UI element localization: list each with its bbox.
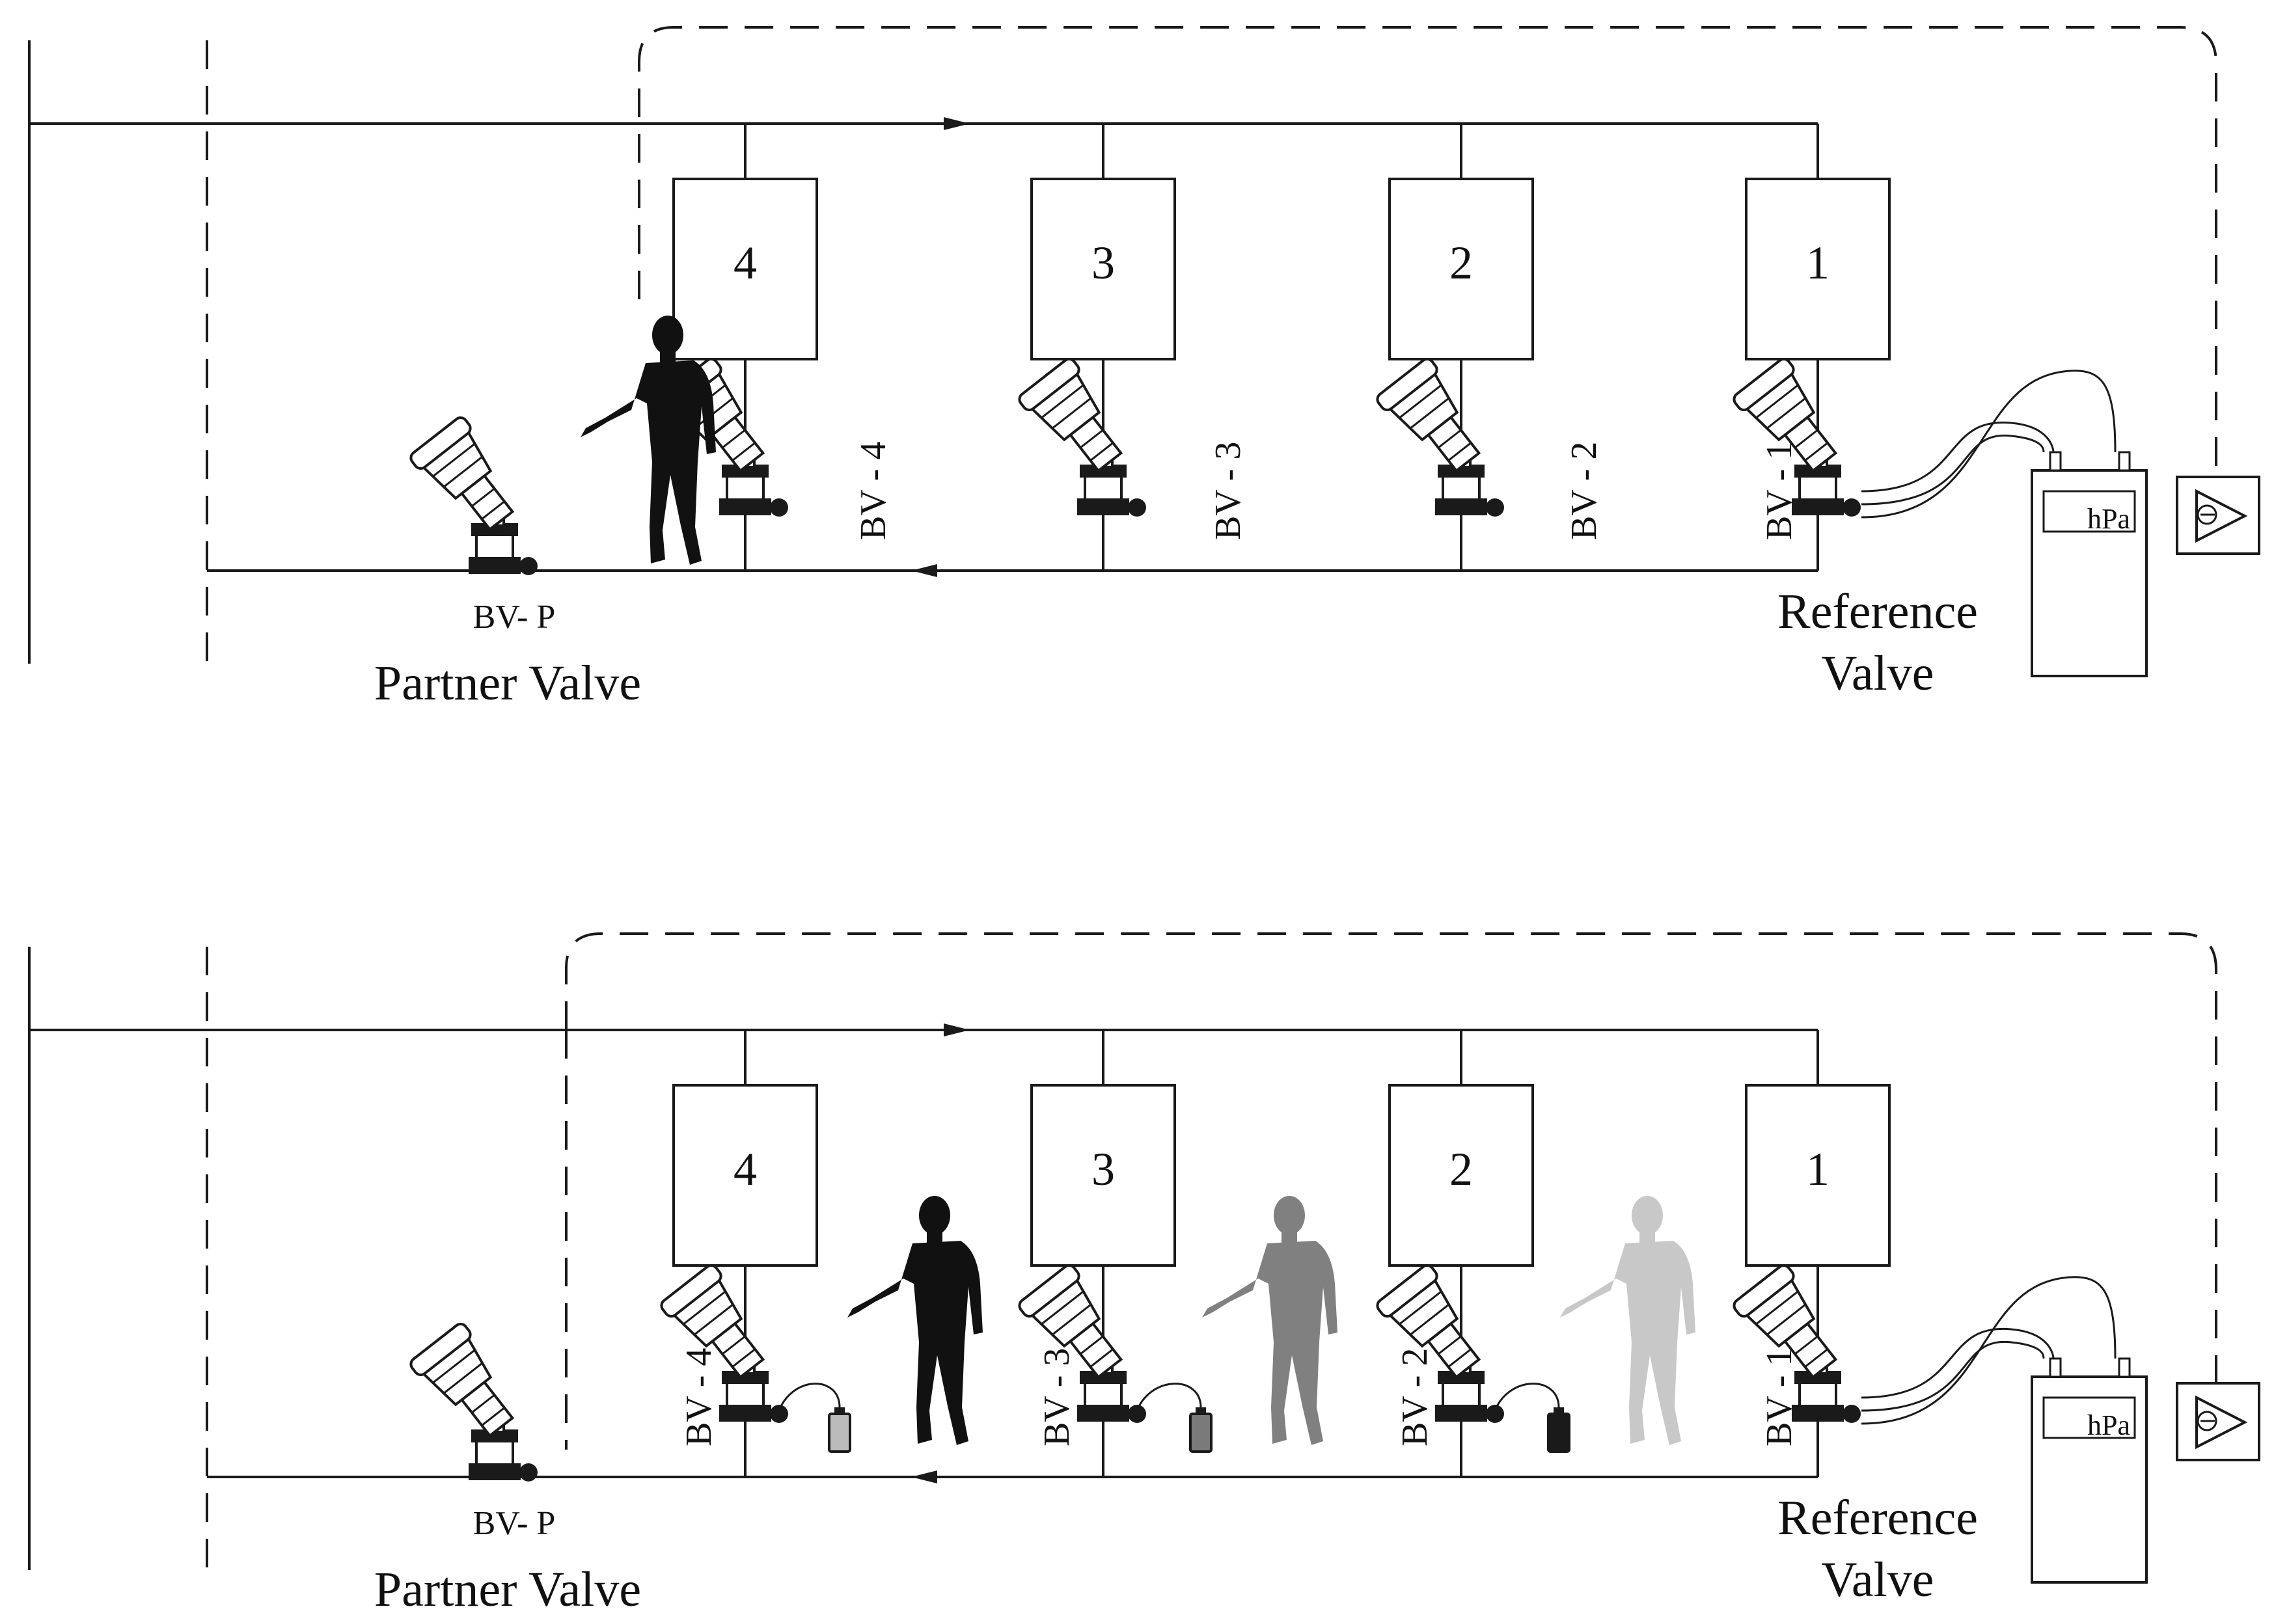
diagram-top: 4 3 2 1 BV - 4 BV - 3 BV - 2 BV - 1 BV- … xyxy=(28,26,2260,710)
valve-bv-3-icon[interactable] xyxy=(1015,355,1147,518)
unit-box-4: 4 xyxy=(672,178,818,360)
valve-label-bv-1: BV - 1 xyxy=(1759,442,1800,540)
partner-valve-caption: Partner Valve xyxy=(374,656,641,710)
unit-box-1: 1 xyxy=(1745,1084,1891,1267)
diagram-bottom: 4 3 2 1 BV - 4 BV - 3 BV - 2 BV - 1 xyxy=(28,932,2260,1617)
operator-person-icon xyxy=(847,1196,983,1445)
valve-label-bv-1: BV - 1 xyxy=(1759,1348,1800,1446)
valve-bv-2-icon[interactable] xyxy=(1373,355,1505,518)
unit-label: 4 xyxy=(733,1143,757,1195)
instrument-bottle-2-icon xyxy=(1547,1406,1570,1453)
partner-valve-code: BV- P xyxy=(473,1505,556,1542)
unit-label: 1 xyxy=(1806,1143,1830,1195)
unit-box-2: 2 xyxy=(1388,1084,1534,1267)
unit-label: 2 xyxy=(1449,1143,1473,1195)
unit-label: 1 xyxy=(1806,237,1830,289)
unit-box-4: 4 xyxy=(672,1084,818,1267)
partner-valve-icon[interactable] xyxy=(407,1320,539,1483)
reference-valve-line2: Valve xyxy=(1821,646,1934,701)
valve-label-bv-4: BV - 4 xyxy=(853,442,894,540)
sensor-icon xyxy=(2176,476,2260,555)
operator-person-faded-icon xyxy=(1202,1196,1337,1445)
unit-box-3: 3 xyxy=(1030,178,1176,360)
partner-valve-icon[interactable] xyxy=(407,413,539,576)
valve-label-bv-4: BV - 4 xyxy=(679,1348,719,1446)
unit-box-1: 1 xyxy=(1745,178,1891,360)
partner-valve-code: BV- P xyxy=(473,599,556,636)
valve-label-bv-2: BV - 2 xyxy=(1395,1348,1435,1446)
unit-label: 3 xyxy=(1091,237,1115,289)
unit-box-2: 2 xyxy=(1388,178,1534,360)
sensor-icon xyxy=(2176,1382,2260,1461)
unit-label: 4 xyxy=(733,237,757,289)
instrument-bottle-4-icon xyxy=(828,1406,851,1453)
unit-label: 2 xyxy=(1449,237,1473,289)
pressure-meter[interactable] xyxy=(2031,451,2148,677)
unit-label: 3 xyxy=(1091,1143,1115,1195)
instrument-bottle-3-icon xyxy=(1189,1406,1213,1453)
reference-valve-line1: Reference xyxy=(1777,1491,1978,1545)
pressure-meter[interactable] xyxy=(2031,1357,2148,1584)
valve-label-bv-3: BV - 3 xyxy=(1208,442,1248,540)
operator-person-faint-icon xyxy=(1560,1196,1695,1445)
valve-label-bv-2: BV - 2 xyxy=(1564,442,1604,540)
reference-valve-line1: Reference xyxy=(1777,584,1978,639)
meter-unit-label: hPa xyxy=(2087,503,2130,535)
partner-valve-caption: Partner Valve xyxy=(374,1562,641,1617)
valve-label-bv-3: BV - 3 xyxy=(1037,1348,1077,1446)
meter-unit-label: hPa xyxy=(2087,1409,2130,1441)
reference-valve-line2: Valve xyxy=(1821,1552,1934,1607)
unit-box-3: 3 xyxy=(1030,1084,1176,1267)
